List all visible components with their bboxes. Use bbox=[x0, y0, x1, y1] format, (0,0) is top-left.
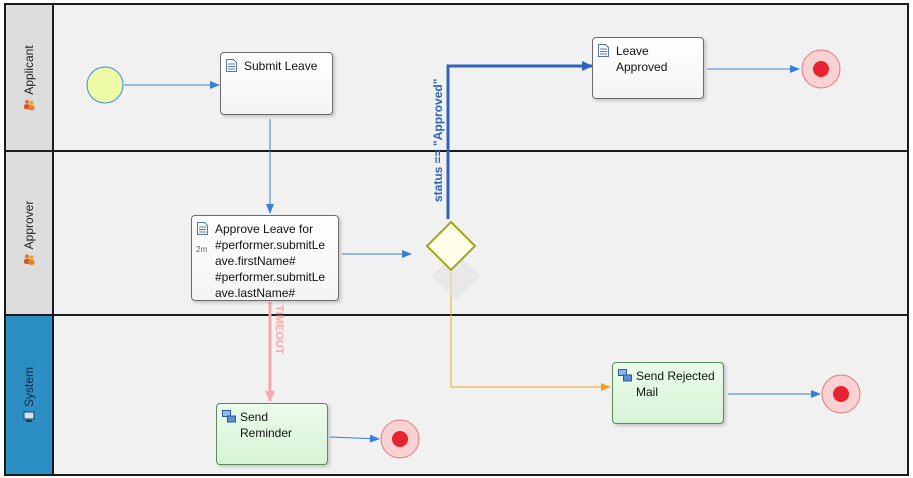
end-event-reminder[interactable] bbox=[380, 419, 420, 459]
timeout-label: TIMEOUT bbox=[273, 305, 285, 355]
gears-icon bbox=[222, 410, 236, 423]
lane-header-approver: Approver bbox=[6, 152, 54, 314]
flow-gateway-to-approved[interactable] bbox=[446, 61, 593, 219]
task-label-line2: Reminder bbox=[240, 426, 293, 440]
lane-header-applicant: Applicant bbox=[6, 5, 54, 150]
people-icon bbox=[23, 98, 35, 110]
task-label-line5: ave.lastName# bbox=[215, 286, 296, 300]
gears-icon bbox=[618, 369, 632, 382]
task-label-line2: #performer.submitLe bbox=[215, 238, 326, 252]
condition-label-approved: status == "Approved" bbox=[431, 79, 445, 202]
task-submit-leave[interactable]: Submit Leave bbox=[220, 52, 333, 115]
lane-system[interactable]: System bbox=[4, 314, 909, 476]
task-label-line2: Approved bbox=[616, 60, 668, 74]
task-label-line1: Leave bbox=[616, 44, 649, 58]
start-event[interactable] bbox=[86, 66, 124, 104]
end-event-rejected[interactable] bbox=[821, 374, 861, 414]
lane-header-system: System bbox=[6, 316, 54, 474]
timer-badge: 2m bbox=[196, 245, 208, 254]
task-label-line1: Approve Leave for bbox=[215, 222, 314, 236]
task-send-reminder[interactable]: Send Reminder bbox=[216, 403, 328, 465]
document-icon bbox=[197, 222, 208, 235]
task-label: Submit Leave bbox=[244, 59, 318, 73]
task-label-line3: ave.firstName# bbox=[215, 254, 296, 268]
task-label-line4: #performer.submitLe bbox=[215, 270, 326, 284]
flow-reminder-to-end[interactable] bbox=[329, 434, 380, 443]
task-approve-leave[interactable]: 2m Approve Leave for #performer.submitLe… bbox=[191, 215, 339, 301]
task-label-line1: Send Rejected bbox=[636, 369, 715, 383]
people-icon bbox=[23, 253, 35, 265]
document-icon bbox=[226, 59, 237, 72]
exclusive-gateway[interactable] bbox=[425, 220, 480, 300]
task-label-line1: Send bbox=[240, 410, 269, 424]
computer-icon bbox=[23, 411, 35, 423]
task-leave-approved[interactable]: Leave Approved bbox=[592, 37, 704, 99]
end-event-approved[interactable] bbox=[801, 49, 841, 89]
document-icon bbox=[598, 44, 609, 57]
task-label-line2: Mail bbox=[636, 385, 659, 399]
lane-applicant[interactable]: Applicant bbox=[4, 3, 909, 152]
task-send-rejected-mail[interactable]: Send Rejected Mail bbox=[612, 362, 724, 424]
flow-gateway-to-rejected[interactable] bbox=[450, 272, 611, 391]
